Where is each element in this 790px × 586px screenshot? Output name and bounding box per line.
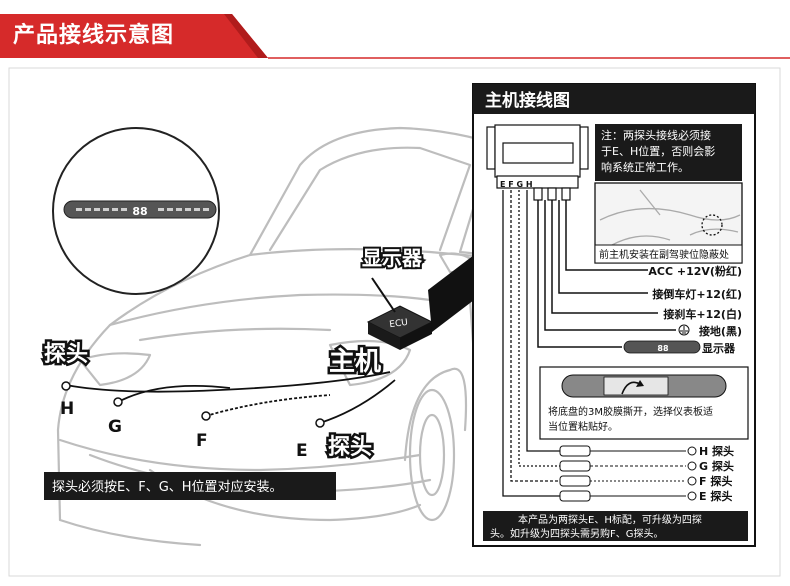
ecu-host-box: ECU (366, 305, 434, 350)
probe-callout-right: 探头 (328, 434, 372, 460)
sticker-line-1: 将底盘的3M胶膜撕开，选择仪表板适 (548, 405, 713, 418)
install-note-box (44, 472, 336, 500)
panel-note-line-3: 响系统正常工作。 (601, 161, 689, 174)
panel-footer-line-2: 头。如升级为四探头需另购F、G探头。 (490, 527, 664, 540)
header-banner (0, 14, 790, 59)
panel-display (623, 340, 701, 354)
probe-wires (502, 190, 560, 497)
probe-f: F 探头 (699, 474, 732, 488)
panel-display-label: 显示器 (702, 342, 736, 355)
wire-reverse-light: 接倒车灯+12(红) (652, 287, 742, 301)
panel-note-line-1: 注：两探头接线必须接 (601, 128, 711, 142)
ground-icon (678, 324, 690, 336)
probe-g: G 探头 (699, 459, 734, 473)
probe-label-e: E (296, 441, 308, 461)
probe-label-h: H (60, 399, 74, 419)
panel-display-readout: 88 (657, 344, 669, 353)
wire-ground: 接地(黑) (699, 324, 742, 338)
callout-pointer (428, 255, 474, 332)
panel-footer-box (483, 511, 748, 541)
port-letters: E F G H (500, 180, 533, 189)
host-label: 主机 (329, 347, 381, 377)
probe-harness (65, 371, 396, 424)
host-unit (486, 124, 589, 201)
peel-arrow-icon (621, 381, 641, 395)
panel-note-box (595, 124, 742, 181)
panel-note-line-2: 于E、H位置，否则会影 (601, 144, 715, 158)
probe-sensors (61, 381, 325, 428)
display-readout: 88 (132, 205, 147, 218)
probe-e: E 探头 (699, 489, 732, 503)
wire-brake: 接刹车+12(白) (663, 307, 742, 321)
display-label: 显示器 (362, 246, 423, 270)
probe-callout-left: 探头 (44, 341, 88, 367)
install-note: 探头必须按E、F、G、H位置对应安装。 (52, 479, 283, 495)
probe-heads (687, 446, 697, 501)
probe-connectors (559, 445, 591, 502)
wiring-diagram: 88 显示器 ECU 主机 H G F E 探头 探头 探头必须按E、F、G、H… (8, 67, 781, 577)
probe-label-g: G (108, 417, 122, 437)
power-wires (537, 200, 676, 348)
wiring-panel: 主机接线图 E F G H 注：两探头接线必须接 于E、H位置，否则会影 响系统… (472, 83, 756, 547)
page-title: 产品接线示意图 (13, 23, 175, 48)
sticker-line-2: 当位置粘贴好。 (548, 420, 618, 433)
panel-title: 主机接线图 (485, 90, 570, 111)
display-magnifier: 88 (52, 127, 220, 295)
ecu-label: ECU (389, 318, 409, 330)
probe-label-f: F (196, 431, 208, 451)
probe-cables (590, 450, 686, 497)
mount-caption: 前主机安装在副驾驶位隐蔽处 (599, 248, 729, 261)
wire-acc: ACC +12V(粉红) (648, 264, 742, 278)
panel-footer-line-1: 本产品为两探头E、H标配，可升级为四探 (518, 513, 702, 526)
probe-h: H 探头 (699, 444, 734, 458)
